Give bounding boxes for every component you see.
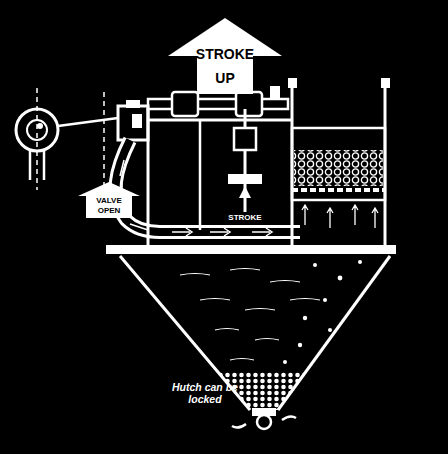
particle — [303, 316, 307, 320]
particle — [328, 328, 332, 332]
wall-fitting — [381, 78, 390, 88]
tank-flange — [106, 245, 396, 254]
arrow-shape — [78, 182, 140, 218]
particle — [358, 260, 362, 264]
rod-fitting — [270, 86, 280, 98]
particle — [338, 276, 343, 281]
valve-rod — [58, 118, 118, 126]
hutch-wall — [120, 256, 250, 410]
arrow-sign: STROKE UP — [168, 18, 282, 94]
plunger-guide — [234, 128, 256, 150]
arrow-sign: VALVE OPEN — [78, 182, 140, 218]
valve-cap — [126, 100, 140, 108]
wheel-stand — [29, 151, 32, 180]
hutch-plug — [257, 415, 271, 429]
eccentric-hub — [27, 120, 47, 140]
note: Hutch can be locked — [172, 382, 238, 405]
particle — [298, 343, 302, 347]
particle — [323, 298, 327, 302]
arrow-label: VALVE OPEN — [90, 196, 128, 216]
frame-post — [199, 120, 202, 230]
falling-particles — [283, 260, 362, 364]
water-hose-bore — [116, 140, 300, 232]
valve-gate — [132, 114, 142, 128]
arrow-label: STROKE UP — [193, 42, 257, 90]
lock-handle — [232, 416, 296, 427]
concentrate-pile — [120, 372, 390, 412]
drive-rod — [148, 99, 288, 109]
eccentric-wheel — [16, 109, 58, 151]
frame-beam — [148, 119, 292, 122]
arrow-shape — [168, 18, 282, 94]
eccentric-pin — [37, 123, 43, 129]
pulsion-arrow — [302, 205, 378, 228]
tank-wall — [147, 108, 150, 246]
wall-fitting — [288, 78, 297, 88]
screen-box — [292, 128, 385, 200]
particle — [283, 360, 287, 364]
ore-bed — [294, 150, 383, 186]
stroke-arrow — [239, 186, 251, 198]
rod-coupling — [172, 92, 198, 116]
valve-body — [118, 106, 148, 140]
plunger-head — [228, 174, 262, 184]
jig-screen — [292, 188, 385, 192]
tank-wall — [384, 82, 387, 248]
water-hose — [116, 140, 300, 232]
water-line — [180, 269, 320, 361]
wheel-stand — [43, 151, 46, 180]
particle — [313, 263, 317, 267]
part-label: STROKE — [225, 214, 265, 223]
rod-coupling — [236, 92, 262, 116]
